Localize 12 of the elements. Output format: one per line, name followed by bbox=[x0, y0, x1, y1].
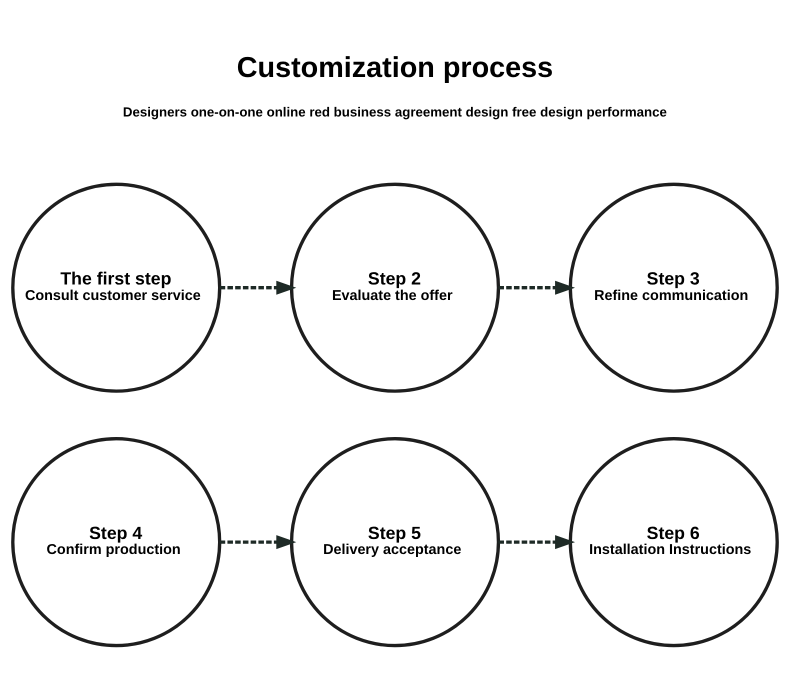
label: Designers one-on-one online red business agreement design free design performance bbox=[122, 104, 667, 120]
node-circle: Step 6 Installation Instructions bbox=[568, 437, 779, 648]
arrow bbox=[220, 280, 296, 295]
diagram-title: Customization process bbox=[236, 52, 554, 84]
arrow bbox=[498, 535, 576, 550]
arrow bbox=[498, 280, 576, 295]
node-circle: Step 3 Refine communication bbox=[568, 182, 779, 393]
node-circle: Step 5 Delivery acceptance bbox=[290, 437, 500, 648]
node-circle: Step 2 Evaluate the offer bbox=[290, 182, 500, 393]
arrow bbox=[220, 535, 296, 550]
node-circle: The first step Consult customer service bbox=[11, 182, 222, 393]
node-circle: Step 4 Confirm production bbox=[11, 437, 222, 648]
